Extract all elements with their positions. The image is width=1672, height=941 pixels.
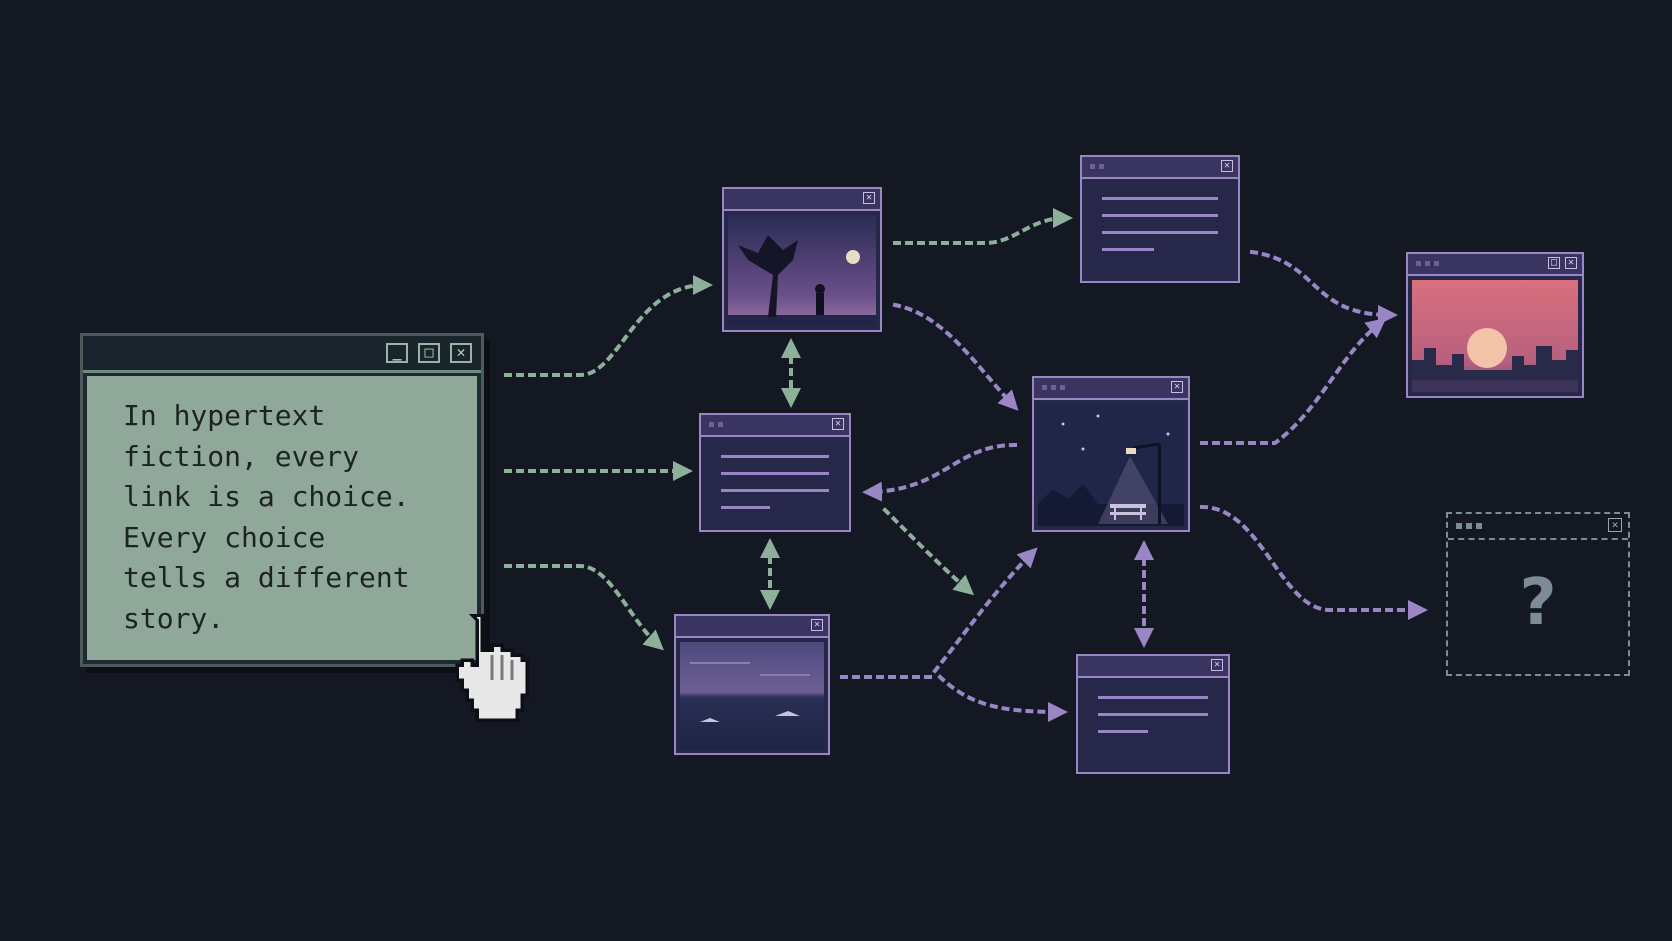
main-window-body: In hypertext fiction, every link is a ch… [87, 376, 477, 660]
link-sea-to-text-bottom [937, 674, 1068, 722]
tree-silhouette-image [728, 215, 876, 326]
close-icon[interactable]: ✕ [1211, 659, 1223, 671]
minimize-icon[interactable]: _ [386, 343, 408, 363]
close-icon[interactable]: ✕ [811, 619, 823, 631]
window-titlebar: ✕ [724, 189, 880, 211]
window-text-middle[interactable]: ✕ [699, 413, 851, 532]
text-lines [721, 455, 829, 523]
close-icon[interactable]: ✕ [1565, 257, 1577, 269]
story-text: In hypertext fiction, every link is a ch… [123, 399, 410, 635]
window-titlebar: ✕ [1078, 656, 1228, 678]
link-tree-to-lamp [892, 302, 1019, 411]
window-dots-icon [1456, 523, 1482, 529]
sea-image [680, 642, 824, 749]
window-titlebar: ✕ [701, 415, 849, 437]
window-titlebar: ✕ [1034, 378, 1188, 400]
window-unknown-ending[interactable]: ✕ ? [1446, 512, 1630, 676]
link-main-to-tree [504, 275, 713, 377]
streetlamp-bench-image [1038, 404, 1184, 526]
text-lines [1098, 696, 1208, 747]
link-lamp-to-text-mid [862, 442, 1018, 502]
window-text-top[interactable]: ✕ [1080, 155, 1240, 283]
window-dots-icon [1416, 261, 1439, 266]
close-icon[interactable]: ✕ [1608, 518, 1622, 532]
link-lamp-to-unknown [1199, 504, 1428, 620]
window-dots-icon [1042, 385, 1065, 390]
maximize-icon[interactable]: □ [1548, 257, 1560, 269]
close-icon[interactable]: ✕ [1171, 381, 1183, 393]
window-lamp-scene[interactable]: ✕ [1032, 376, 1190, 532]
window-titlebar: ✕ [676, 616, 828, 638]
close-icon[interactable]: ✕ [1221, 160, 1233, 172]
close-icon[interactable]: ✕ [863, 192, 875, 204]
link-text-top-to-city [1249, 249, 1398, 325]
window-titlebar: □ ✕ [1408, 254, 1582, 276]
link-tree-to-text-top [893, 208, 1073, 245]
window-dots-icon [1090, 164, 1104, 169]
main-story-window: _ □ ✕ In hypertext fiction, every link i… [80, 333, 484, 667]
window-sea-scene[interactable]: ✕ [674, 614, 830, 755]
question-mark: ? [1519, 566, 1557, 640]
link-sea-to-lamp [840, 547, 1038, 679]
link-text-mid-to-cross [882, 507, 975, 596]
city-sunset-image [1412, 280, 1578, 392]
window-titlebar: ✕ [1448, 514, 1628, 540]
window-titlebar: ✕ [1082, 157, 1238, 179]
maximize-icon[interactable]: □ [418, 343, 440, 363]
hand-cursor-icon [455, 614, 529, 722]
main-window-titlebar: _ □ ✕ [83, 336, 481, 373]
close-icon[interactable]: ✕ [450, 343, 472, 363]
link-lamp-to-city [1200, 317, 1387, 445]
text-lines [1102, 197, 1218, 265]
link-main-to-sea [504, 564, 664, 651]
window-text-bottom[interactable]: ✕ [1076, 654, 1230, 774]
close-icon[interactable]: ✕ [832, 418, 844, 430]
window-dots-icon [709, 422, 723, 427]
window-city-sunset[interactable]: □ ✕ [1406, 252, 1584, 398]
window-tree-scene[interactable]: ✕ [722, 187, 882, 332]
